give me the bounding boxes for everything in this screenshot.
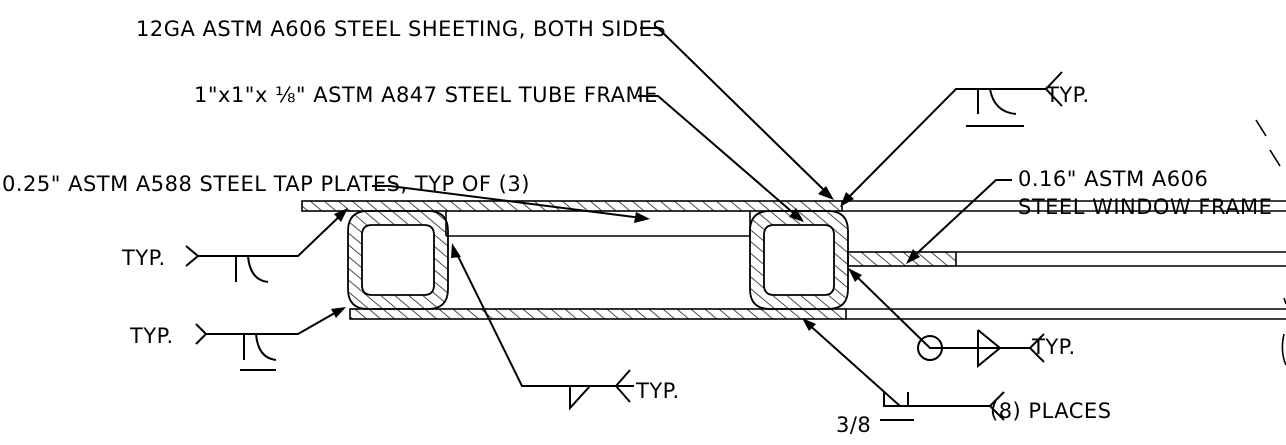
tap-plates-leader [372,185,650,223]
top-steel-sheeting [301,200,1286,212]
right-steel-tube-frame [749,210,849,310]
sheeting-label: 12GA ASTM A606 STEEL SHEETING, BOTH SIDE… [136,17,666,41]
weld-symbol-bottom-center [451,243,634,411]
typ-label-left-lower: TYP. [129,324,174,348]
weld-symbol-all-around [848,268,1045,369]
weld-symbol-top-right [840,71,1063,207]
window-frame-label-line1: 0.16" ASTM A606 [1018,167,1208,191]
weld-all-around-circle [917,335,943,361]
places-fraction-label: 3/8 [836,413,871,437]
steel-window-frame [847,251,1286,267]
left-steel-tube-frame [347,210,449,310]
tap-plates-label: 0.25" ASTM A588 STEEL TAP PLATES, TYP OF… [2,172,530,196]
weld-symbol-places [802,318,1005,421]
tube-frame-label: 1"x1"x ⅛" ASTM A847 STEEL TUBE FRAME [194,83,658,107]
window-frame-label-line2: STEEL WINDOW FRAME [1018,195,1272,219]
steel-tap-plate [445,211,751,237]
typ-label-bottom-center: TYP. [635,379,680,403]
tube-frame-leader [638,95,804,222]
places-label: (8) PLACES [990,399,1112,423]
sheeting-leader [640,27,834,200]
window-frame-leader [906,179,1012,264]
break-lines [1255,119,1286,366]
weld-symbol-left-lower [195,307,346,371]
bottom-steel-sheeting [349,308,1286,320]
typ-label-left-upper: TYP. [121,246,166,270]
weld-symbol-left-upper [185,208,348,283]
